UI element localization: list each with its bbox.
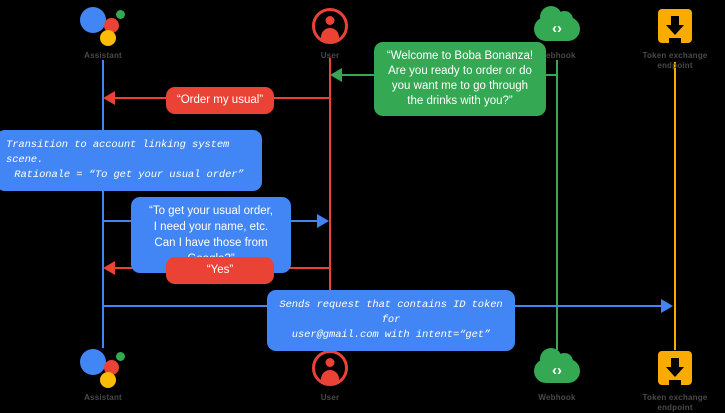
arrowhead-welcome-prompt [330,68,342,82]
webhook-icon-wrap: ‹› [497,4,617,48]
bubble-line: Are you ready to order or do [388,65,532,77]
actor-label-webhook: Webhook [538,51,576,60]
bubble-line: the drinks with you?” [407,95,513,107]
actor-webhook-bottom: ‹› Webhook [497,346,617,403]
actor-user-top: User [270,4,390,61]
lifeline-assistant [102,60,104,348]
note-sends-id-token: Sends request that contains ID token for… [267,290,515,351]
actor-token-endpoint-top: Token exchange endpoint [615,4,725,71]
assistant-blue-dot-icon [80,349,106,375]
google-assistant-icon [80,5,126,47]
download-box-notch [669,380,681,385]
actor-user-bottom: User [270,346,390,403]
assistant-green-dot-icon [116,352,125,361]
actor-token-endpoint-bottom: Token exchange endpoint [615,346,725,413]
google-assistant-icon [80,347,126,389]
actor-label-assistant: Assistant [84,51,122,60]
actor-label-token-endpoint-line2: endpoint [657,403,693,412]
actor-label-token-endpoint-line1: Token exchange [642,393,708,402]
user-avatar-icon [312,350,348,386]
arrowhead-sends-id-token [661,299,673,313]
cloud-shape [534,6,580,41]
actor-label-token-endpoint-line2: endpoint [657,61,693,70]
cloud-code-icon: ‹› [534,348,580,385]
cloud-code-icon: ‹› [534,6,580,43]
assistant-icon-wrap [43,4,163,48]
actor-webhook-top: ‹› Webhook [497,4,617,61]
lifeline-webhook [556,60,558,350]
code-brackets-glyph: ‹› [552,362,562,379]
actor-assistant-bottom: Assistant [43,346,163,403]
assistant-green-dot-icon [116,10,125,19]
actor-label-user: User [320,51,340,60]
user-avatar-icon [312,8,348,44]
arrowhead-request-name-consent [317,214,329,228]
download-arrow-stem [671,358,679,369]
download-box-notch [669,38,681,43]
actor-label-assistant: Assistant [84,393,122,402]
note-transition-account-linking: Transition to account linking system sce… [0,130,262,191]
download-box-icon [658,351,692,385]
bubble-line: “To get your usual order, [148,205,273,217]
actor-label-token-endpoint-line1: Token exchange [642,51,708,60]
token-icon-wrap-bottom [615,346,725,390]
download-arrow-stem [671,16,679,27]
bubble-line: you want me to go through [391,80,529,92]
assistant-blue-dot-icon [80,7,106,33]
lifeline-token-endpoint [674,62,676,350]
download-arrow-head [666,367,684,377]
code-brackets-glyph: ‹› [552,20,562,37]
download-box-icon [658,9,692,43]
assistant-yellow-dot-icon [100,30,116,46]
user-icon-wrap [270,4,390,48]
actor-label-webhook: Webhook [538,393,576,402]
webhook-icon-wrap-bottom: ‹› [497,346,617,390]
actor-label-user: User [320,393,340,402]
bubble-line: I need your name, etc. [153,221,269,233]
bubble-order-my-usual: “Order my usual” [166,87,274,114]
bubble-user-yes: “Yes” [166,257,274,284]
note-line: Sends request that contains ID token for [279,299,503,326]
note-line: Rationale = “To get your usual order” [14,169,244,181]
assistant-yellow-dot-icon [100,372,116,388]
bubble-line: “Welcome to Boba Bonanza! [386,50,534,62]
token-icon-wrap [615,4,725,48]
actor-assistant-top: Assistant [43,4,163,61]
assistant-red-dot-icon [104,360,119,375]
bubble-line: “Yes” [206,264,234,276]
bubble-welcome-prompt: “Welcome to Boba Bonanza! Are you ready … [374,42,546,116]
user-icon-wrap-bottom [270,346,390,390]
assistant-icon-wrap-bottom [43,346,163,390]
bubble-line: “Order my usual” [176,94,264,106]
arrowhead-user-yes [103,261,115,275]
arrowhead-order-my-usual [103,91,115,105]
download-arrow-head [666,25,684,35]
note-line: user@gmail.com with intent=“get” [291,329,491,341]
assistant-red-dot-icon [104,18,119,33]
cloud-shape [534,348,580,383]
lifeline-user [329,58,331,350]
note-line: Transition to account linking system sce… [6,139,230,166]
